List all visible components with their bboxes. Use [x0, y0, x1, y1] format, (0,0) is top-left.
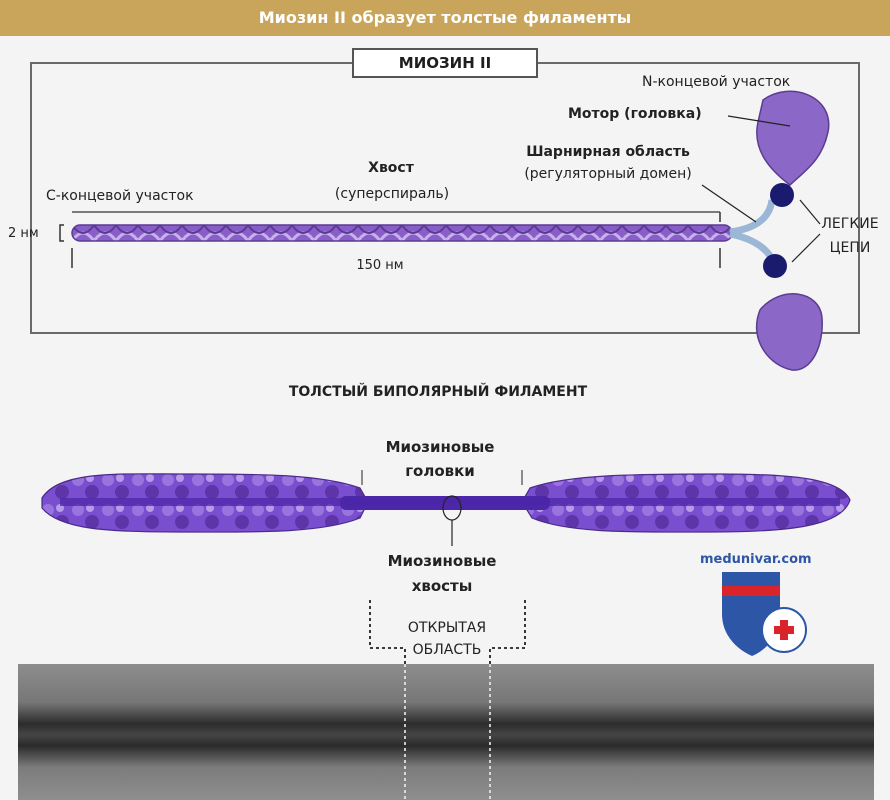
open-area-label-line2: ОБЛАСТЬ	[412, 642, 482, 658]
filament-title: ТОЛСТЫЙ БИПОЛЯРНЫЙ ФИЛАМЕНТ	[288, 384, 588, 400]
myosin-tail-coiled-coil	[71, 224, 733, 242]
width-2nm-label: 2 нм	[8, 226, 39, 241]
regulatory-domain-label: (регуляторный домен)	[524, 166, 692, 182]
myosin-head-lower	[755, 293, 823, 371]
hinge-label: Шарнирная область	[526, 144, 690, 160]
myosin-heads-label-line2: головки	[405, 462, 475, 480]
motor-label: Мотор (головка)	[568, 106, 702, 122]
coiled-coil-label: (суперспираль)	[334, 186, 450, 202]
light-chain-1	[770, 183, 794, 207]
light-chain-2	[763, 254, 787, 278]
length-150nm-label: 150 нм	[356, 258, 404, 273]
myosin-box-title: МИОЗИН II	[352, 48, 538, 78]
electron-micrograph	[18, 664, 874, 800]
watermark: medunivar.com	[700, 552, 812, 567]
c-terminal-label: С-концевой участок	[46, 188, 194, 204]
myosin-tails-label-line1: Миозиновые	[387, 552, 497, 570]
figure-title: Миозин II образует толстые филаменты	[0, 0, 890, 36]
myosin-head-upper	[756, 90, 830, 186]
n-terminal-label: N-концевой участок	[642, 74, 791, 90]
light-chains-label-line1: ЛЕГКИЕ	[821, 216, 879, 232]
myosin-tails-label-line2: хвосты	[411, 577, 473, 595]
tail-label: Хвост	[368, 160, 414, 176]
myosin-heads-label-line1: Миозиновые	[385, 438, 495, 456]
light-chains-label-line2: ЦЕПИ	[829, 240, 871, 256]
open-area-label-line1: ОТКРЫТАЯ	[407, 620, 487, 636]
